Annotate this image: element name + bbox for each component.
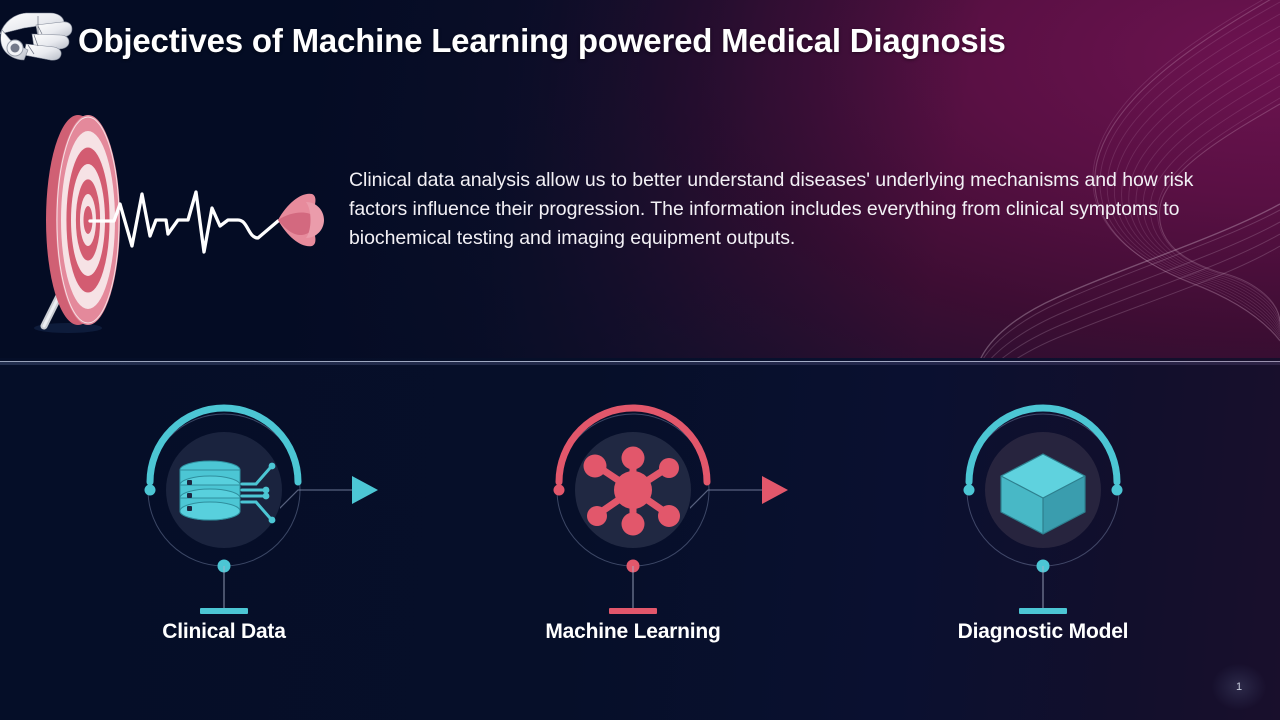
database-icon <box>179 460 276 524</box>
page-number: 1 <box>1212 664 1266 710</box>
step-label-clinical-data: Clinical Data <box>162 620 286 643</box>
page-title: Objectives of Machine Learning powered M… <box>78 22 1006 59</box>
step-label-diagnostic-model: Diagnostic Model <box>957 620 1129 643</box>
step-graphic-diagnostic-model <box>963 404 1123 614</box>
section-divider-glow <box>0 362 1280 365</box>
process-steps: Clinical Data <box>0 372 1280 672</box>
arrow-ml-to-model <box>690 476 788 509</box>
background-swirl-decoration <box>1092 0 1280 342</box>
section-divider <box>0 361 1280 362</box>
step-diagnostic-model[interactable]: Diagnostic Model <box>893 372 1193 672</box>
step-clinical-data[interactable]: Clinical Data <box>74 372 374 672</box>
body-paragraph: Clinical data analysis allow us to bette… <box>349 169 1194 249</box>
cube-icon <box>1000 453 1086 535</box>
step-graphic-machine-learning <box>553 404 711 614</box>
target-dartboard-illustration <box>34 115 324 333</box>
robot-hand-icon <box>0 12 73 61</box>
step-label-machine-learning: Machine Learning <box>545 620 721 643</box>
step-graphic-clinical-data <box>144 404 302 614</box>
arrow-clinical-to-ml <box>280 476 378 509</box>
step-machine-learning[interactable]: Machine Learning <box>483 372 783 672</box>
